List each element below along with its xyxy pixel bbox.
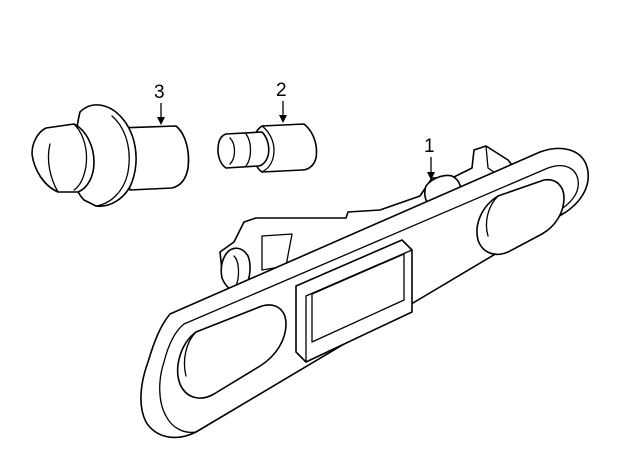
callout-number-3: 3: [154, 82, 165, 103]
callout-1: 1: [424, 136, 435, 180]
socket-part: [31, 104, 190, 207]
callout-3: 3: [154, 82, 165, 125]
callout-2: 2: [276, 80, 287, 123]
lamp-assembly-part: [140, 145, 590, 439]
callout-number-2: 2: [276, 80, 287, 101]
callout-number-1: 1: [424, 136, 435, 157]
bulb-part: [217, 123, 318, 173]
